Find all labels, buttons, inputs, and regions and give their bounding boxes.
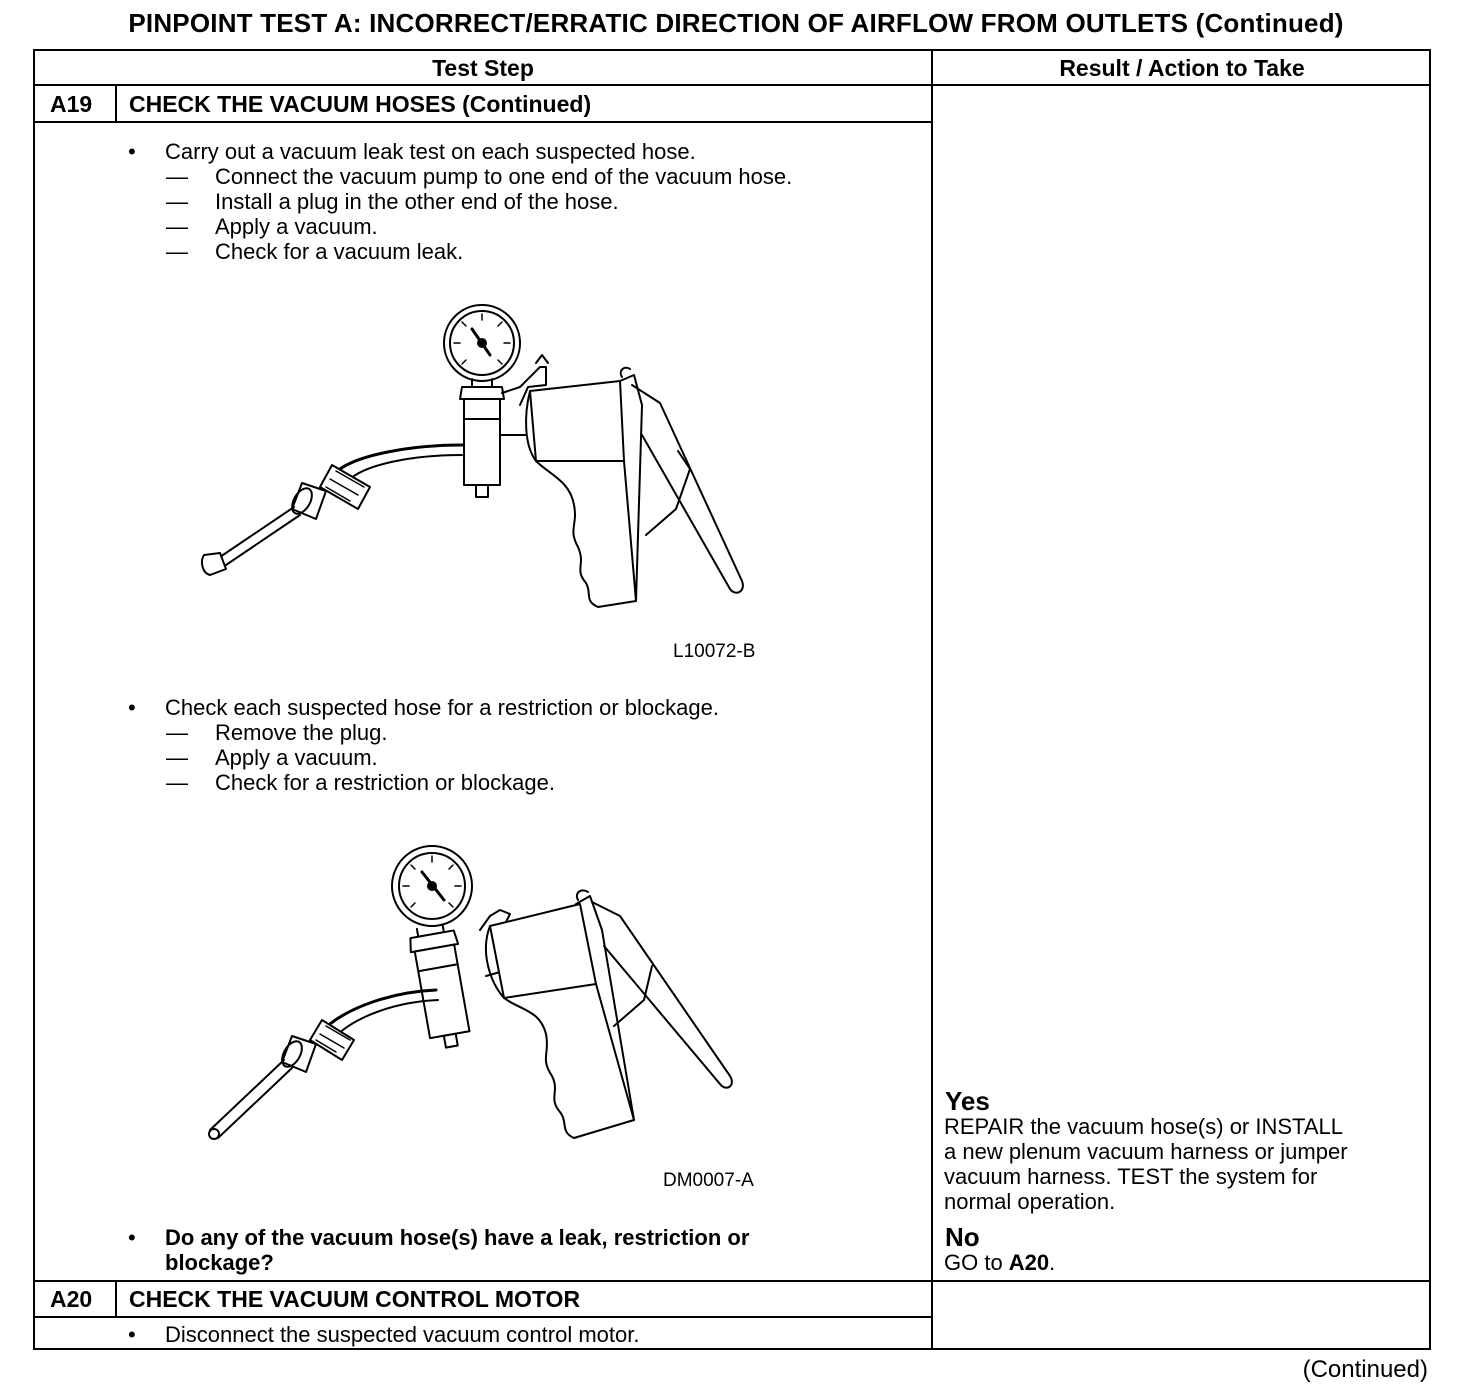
step-a20-title: CHECK THE VACUUM CONTROL MOTOR xyxy=(129,1286,581,1312)
page-title: PINPOINT TEST A: INCORRECT/ERRATIC DIREC… xyxy=(128,8,1344,38)
step-a20-id: A20 xyxy=(50,1286,93,1312)
result-yes-line1: REPAIR the vacuum hose(s) or INSTALL xyxy=(944,1114,1343,1139)
a20-title-divider xyxy=(33,1316,933,1318)
a19-bullet-restriction-check: Check each suspected hose for a restrict… xyxy=(165,695,719,720)
a19-sub-check-restriction: Check for a restriction or blockage. xyxy=(215,770,555,795)
dash-marker: — xyxy=(166,189,188,214)
a19-question-line1: Do any of the vacuum hose(s) have a leak… xyxy=(165,1225,750,1250)
a20-row-top-divider xyxy=(33,1280,1431,1282)
bullet-marker: • xyxy=(128,1225,136,1250)
column-header-result: Result / Action to Take xyxy=(1059,55,1305,81)
result-yes-label: Yes xyxy=(945,1086,990,1116)
dash-marker: — xyxy=(166,164,188,189)
result-yes-line3: vacuum harness. TEST the system for xyxy=(944,1164,1318,1189)
result-no-action: GO to A20. xyxy=(944,1250,1055,1275)
result-no-suffix: . xyxy=(1049,1250,1056,1275)
result-no-label: No xyxy=(945,1222,980,1252)
result-no-target-link[interactable]: A20 xyxy=(1008,1250,1050,1275)
bullet-marker: • xyxy=(128,695,136,720)
vacuum-pump-illustration xyxy=(201,304,744,608)
a19-bullet-leak-test: Carry out a vacuum leak test on each sus… xyxy=(165,139,696,164)
dash-marker: — xyxy=(166,239,188,264)
a19-sub-connect-pump: Connect the vacuum pump to one end of th… xyxy=(215,164,793,189)
a19-sub-check-leak: Check for a vacuum leak. xyxy=(215,239,464,264)
a19-sub-install-plug: Install a plug in the other end of the h… xyxy=(215,189,619,214)
bullet-marker: • xyxy=(128,139,136,164)
dash-marker: — xyxy=(166,770,188,795)
a20-id-divider xyxy=(115,1280,117,1318)
continued-footer: (Continued) xyxy=(1302,1356,1428,1383)
result-no-prefix: GO to xyxy=(944,1250,1009,1275)
column-header-test-step: Test Step xyxy=(432,55,534,81)
bullet-marker: • xyxy=(128,1322,136,1347)
result-yes-line2: a new plenum vacuum harness or jumper xyxy=(944,1139,1348,1164)
a19-sub-apply-vacuum-2: Apply a vacuum. xyxy=(215,745,378,770)
dash-marker: — xyxy=(166,745,188,770)
dash-marker: — xyxy=(166,214,188,239)
a19-title-divider xyxy=(33,121,933,123)
step-a19-id: A19 xyxy=(50,91,93,117)
a20-bullet-disconnect: Disconnect the suspected vacuum control … xyxy=(165,1322,640,1347)
a19-id-divider xyxy=(115,84,117,122)
vacuum-pump-open-hose-illustration xyxy=(208,845,733,1140)
figure1-caption: L10072-B xyxy=(673,641,756,662)
header-row-divider xyxy=(33,84,1431,86)
a19-sub-remove-plug: Remove the plug. xyxy=(215,720,388,745)
dash-marker: — xyxy=(166,720,188,745)
a19-sub-apply-vacuum: Apply a vacuum. xyxy=(215,214,378,239)
figure2-caption: DM0007-A xyxy=(663,1170,754,1191)
column-divider xyxy=(931,49,933,1350)
a19-question-line2: blockage? xyxy=(165,1250,274,1275)
step-a19-title: CHECK THE VACUUM HOSES (Continued) xyxy=(129,91,592,117)
test-table xyxy=(33,49,1431,1350)
result-yes-line4: normal operation. xyxy=(944,1189,1116,1214)
